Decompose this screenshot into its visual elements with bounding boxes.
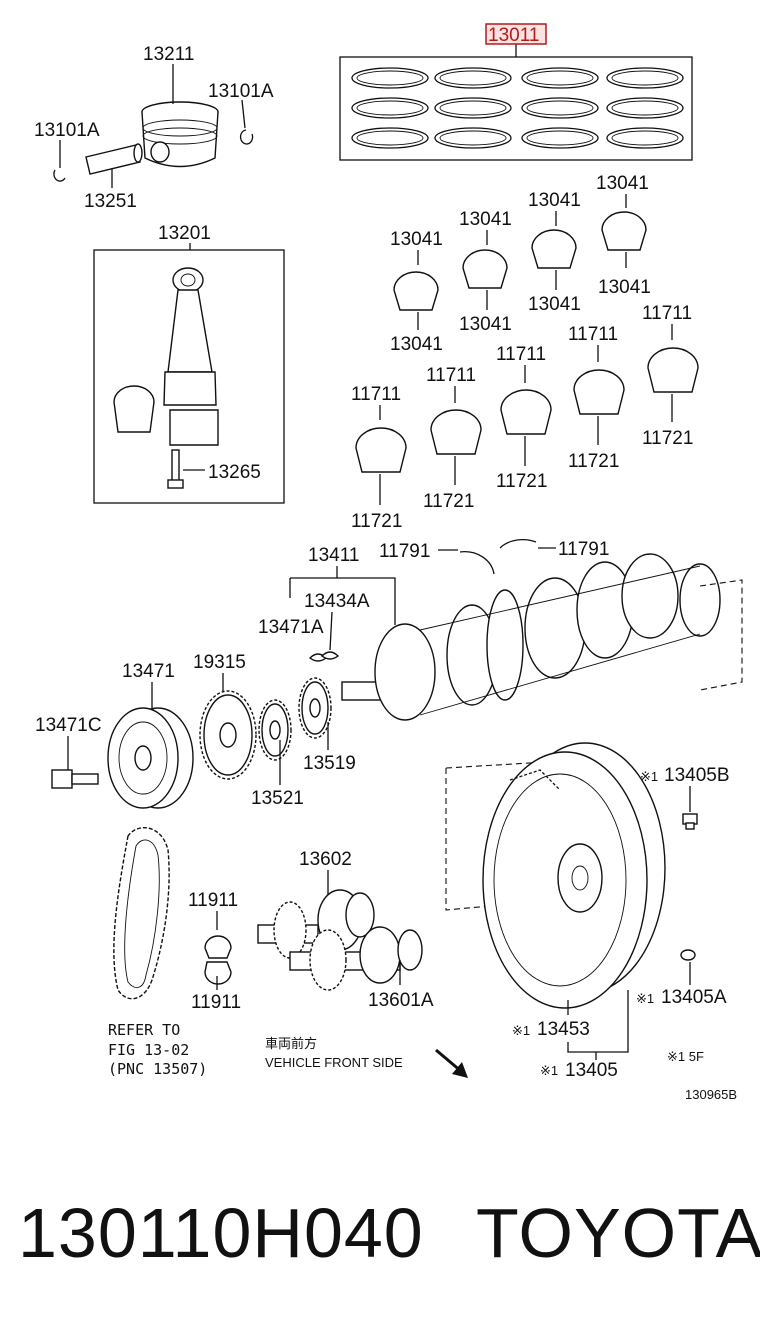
label-13602[interactable]: 13602 xyxy=(299,849,352,870)
crank-pulley-icon xyxy=(107,707,194,809)
piston-pin-icon xyxy=(85,143,143,175)
timing-gear-icon xyxy=(199,690,257,780)
flywheel-pin-icon xyxy=(680,949,696,961)
label-11791-left[interactable]: 11791 xyxy=(379,541,430,562)
rod-bearing-icon xyxy=(601,211,647,251)
balance-shaft-icon xyxy=(257,889,423,991)
label-11721-3[interactable]: 11721 xyxy=(496,471,547,492)
note-mark-13405a: ※1 xyxy=(636,991,654,1006)
refer-fig-note[interactable]: FIG 13-02 xyxy=(108,1041,189,1059)
label-13101a-left[interactable]: 13101A xyxy=(34,120,100,141)
footnote-5f: ※1 5F xyxy=(667,1049,704,1064)
label-13521[interactable]: 13521 xyxy=(251,788,304,809)
label-13601a[interactable]: 13601A xyxy=(368,990,434,1011)
label-13211[interactable]: 13211 xyxy=(143,44,194,65)
balance-bearing-icon xyxy=(204,935,232,959)
label-13405b[interactable]: 13405B xyxy=(664,765,730,786)
flywheel-icon xyxy=(482,742,666,1009)
label-11711-4[interactable]: 11711 xyxy=(568,324,618,345)
label-13471[interactable]: 13471 xyxy=(122,661,175,682)
rod-bearing-icon xyxy=(462,249,508,289)
front-direction-arrow-icon xyxy=(435,1048,468,1078)
rod-bearing-icon xyxy=(393,271,439,311)
note-mark-13453: ※1 xyxy=(512,1023,530,1038)
label-11711-3[interactable]: 11711 xyxy=(496,344,546,365)
figure-code: 130965B xyxy=(685,1087,737,1102)
label-13041-1b[interactable]: 13041 xyxy=(390,334,443,355)
piston-rings-icon xyxy=(351,67,684,149)
label-13251[interactable]: 13251 xyxy=(84,191,137,212)
snap-ring-icon xyxy=(53,169,66,182)
brand-name: TOYOTA xyxy=(476,1194,760,1272)
highlight-box xyxy=(485,23,547,45)
rod-bearing-icon xyxy=(531,229,577,269)
label-11721-1[interactable]: 11721 xyxy=(351,511,402,532)
main-bearing-icon xyxy=(355,427,407,473)
label-13011[interactable]: 13011 xyxy=(488,25,539,46)
label-13201[interactable]: 13201 xyxy=(158,223,211,244)
label-13405[interactable]: 13405 xyxy=(565,1060,618,1081)
label-13453[interactable]: 13453 xyxy=(537,1019,590,1040)
note-mark-13405b: ※1 xyxy=(640,769,658,784)
main-bearing-icon xyxy=(647,347,699,393)
crankshaft-flange-outline xyxy=(699,579,743,691)
label-11721-4[interactable]: 11721 xyxy=(568,451,619,472)
timing-chain-icon xyxy=(113,827,170,1000)
vehicle-front-en: VEHICLE FRONT SIDE xyxy=(265,1055,403,1070)
label-13041-4a[interactable]: 13041 xyxy=(596,173,649,194)
label-11911-top[interactable]: 11911 xyxy=(188,890,238,911)
pulley-bolt-icon xyxy=(51,769,99,789)
label-11911-bottom[interactable]: 11911 xyxy=(191,992,241,1013)
label-13265[interactable]: 13265 xyxy=(208,462,261,483)
part-caption: 130110H040 TOYOTA xyxy=(0,1188,760,1278)
label-19315[interactable]: 19315 xyxy=(193,652,246,673)
label-13471c[interactable]: 13471C xyxy=(35,715,102,736)
label-11711-5[interactable]: 11711 xyxy=(642,303,692,324)
crank-gear-icon xyxy=(298,677,332,739)
piston-icon xyxy=(141,101,219,168)
label-13519[interactable]: 13519 xyxy=(303,753,356,774)
crankshaft-icon xyxy=(341,553,721,721)
flywheel-bolt-icon xyxy=(682,813,698,830)
balance-bearing-icon xyxy=(204,961,232,985)
main-bearing-icon xyxy=(500,389,552,435)
label-11791-right[interactable]: 11791 xyxy=(558,539,609,560)
sprocket-icon xyxy=(258,699,292,761)
thrust-washer-icon xyxy=(499,539,537,549)
label-13411[interactable]: 13411 xyxy=(308,545,359,566)
main-bearing-icon xyxy=(573,369,625,415)
rod-bolt-icon xyxy=(167,449,184,489)
connecting-rod-frame xyxy=(93,249,285,504)
label-13471a[interactable]: 13471A xyxy=(258,617,324,638)
woodruff-key-icon xyxy=(320,651,340,660)
label-13041-4b[interactable]: 13041 xyxy=(598,277,651,298)
thrust-washer-icon xyxy=(459,551,495,575)
label-13041-3b[interactable]: 13041 xyxy=(528,294,581,315)
label-13041-2b[interactable]: 13041 xyxy=(459,314,512,335)
main-bearing-icon xyxy=(430,409,482,455)
vehicle-front-jp: 車両前方 xyxy=(265,1036,317,1051)
label-11711-1[interactable]: 11711 xyxy=(351,384,401,405)
label-13405a[interactable]: 13405A xyxy=(661,987,727,1008)
note-mark-13405: ※1 xyxy=(540,1063,558,1078)
refer-to-note: REFER TO xyxy=(108,1021,180,1039)
label-11721-2[interactable]: 11721 xyxy=(423,491,474,512)
snap-ring-icon xyxy=(239,129,254,145)
label-13041-2a[interactable]: 13041 xyxy=(459,209,512,230)
label-13041-1a[interactable]: 13041 xyxy=(390,229,443,250)
label-11711-2[interactable]: 11711 xyxy=(426,365,476,386)
label-13434a[interactable]: 13434A xyxy=(304,591,370,612)
refer-pnc-note: (PNC 13507) xyxy=(108,1060,207,1078)
label-13041-3a[interactable]: 13041 xyxy=(528,190,581,211)
label-11721-5[interactable]: 11721 xyxy=(642,428,693,449)
connecting-rod-icon xyxy=(113,267,219,446)
label-13101a-right[interactable]: 13101A xyxy=(208,81,274,102)
part-number: 130110H040 xyxy=(18,1194,424,1272)
